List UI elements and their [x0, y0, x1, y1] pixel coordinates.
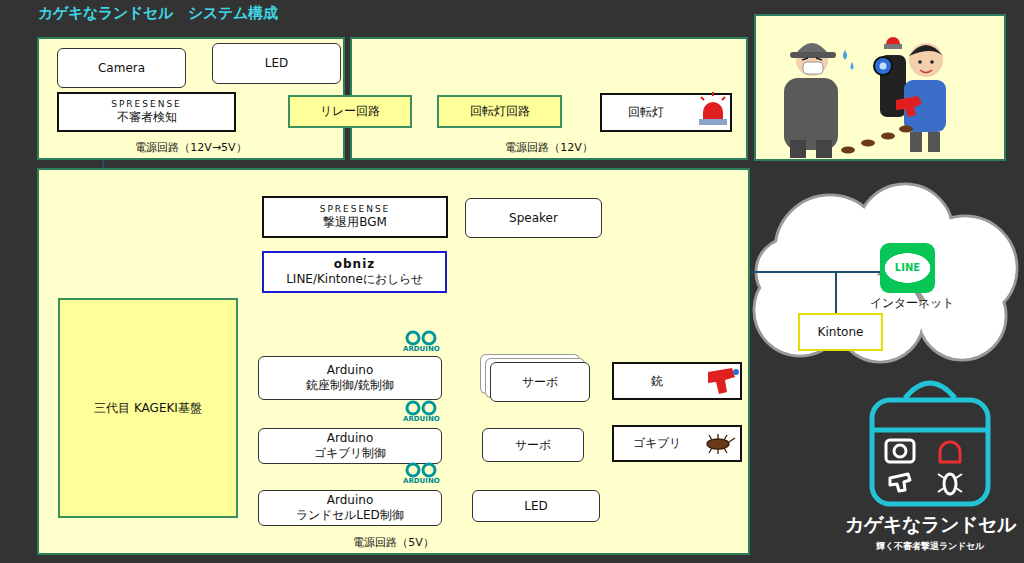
spresense-box: SPRESENSE撃退用BGM: [262, 196, 448, 238]
node-label: LED: [265, 56, 289, 71]
node-label: SPRESENSE: [111, 99, 182, 110]
node-label: 電源回路（12V）: [505, 141, 593, 155]
node-sublabel: ランドセルLED制御: [296, 508, 404, 523]
node-sublabel: 銃座制御/銃制御: [306, 378, 394, 393]
node-label: 回転灯回路: [470, 104, 530, 119]
obniz-box: obnizLINE/Kintoneにおしらせ: [262, 251, 447, 293]
logo-caption: ARDUINO: [403, 477, 440, 485]
gun-box: 銃: [612, 362, 742, 400]
node-sublabel: 撃退用BGM: [323, 215, 387, 230]
node-label: Arduino: [327, 431, 373, 446]
node-label: リレー回路: [320, 104, 380, 119]
power-panel: 電源回路（5V） SPRESENSE撃退用BGM Speaker obnizLINE/…: [37, 168, 750, 555]
arduino-box: Arduinoゴキブリ制御: [258, 428, 442, 464]
led-box: LED: [472, 490, 600, 522]
node-label: obniz: [334, 257, 375, 272]
node-label: Arduino: [327, 363, 373, 378]
node-label: Speaker: [509, 211, 558, 226]
node-label: サーボ: [522, 375, 558, 390]
node-label: 銃: [651, 374, 663, 389]
node-label: Arduino: [327, 493, 373, 508]
brand-tagline: 輝く不審者撃退ランドセル: [876, 540, 984, 553]
camera-box: Camera: [57, 48, 186, 88]
servo-box: サーボ: [490, 362, 590, 402]
arduino-box: Arduino銃座制御/銃制御: [258, 356, 442, 400]
brand-name: カゲキなランドセル: [845, 512, 1016, 538]
circuit-box: 回転灯回路: [437, 95, 562, 128]
internet-cloud: [754, 184, 1017, 362]
node-label: LINE: [895, 262, 920, 275]
node-label: Camera: [98, 61, 145, 76]
logo-caption: ARDUINO: [403, 345, 440, 353]
scene-illustration: [755, 15, 1005, 160]
node-label: 電源回路（12V→5V）: [135, 141, 246, 155]
cockroach-box: ゴキブリ: [612, 425, 742, 462]
node-sublabel: LINE/Kintoneにおしらせ: [286, 272, 423, 287]
node-label: LED: [524, 499, 548, 514]
line-icon: LINE: [880, 243, 935, 293]
board-box: 三代目 KAGEKI基盤: [58, 298, 238, 518]
node-label: SPRESENSE: [320, 204, 391, 215]
node-label: ゴキブリ: [633, 436, 681, 451]
diagram-title: カゲキなランドセル システム構成: [38, 4, 278, 23]
servo-box: サーボ: [482, 428, 584, 462]
node-label: サーボ: [515, 438, 551, 453]
kintone-box: Kintone: [798, 313, 883, 351]
node-label: 三代目 KAGEKI基盤: [94, 401, 202, 416]
node-label: 電源回路（5V）: [353, 536, 434, 550]
logo-caption: ARDUINO: [403, 415, 440, 423]
brand-logo: [872, 383, 988, 504]
arduino-box: ArduinoランドセルLED制御: [258, 490, 442, 526]
node-sublabel: ゴキブリ制御: [314, 446, 386, 461]
node-sublabel: 不審者検知: [117, 110, 177, 125]
spresense-box: SPRESENSE不審者検知: [57, 92, 236, 132]
relay-box: リレー回路: [288, 95, 412, 128]
beacon-box: 回転灯: [600, 93, 732, 132]
led-box: LED: [212, 43, 341, 84]
node-label: インターネット: [870, 296, 954, 311]
node-label: Kintone: [818, 325, 864, 340]
internet-cloud: インターネット LINE Kintone: [760, 200, 1015, 360]
node-label: 回転灯: [628, 105, 664, 120]
speaker-box: Speaker: [465, 198, 602, 238]
